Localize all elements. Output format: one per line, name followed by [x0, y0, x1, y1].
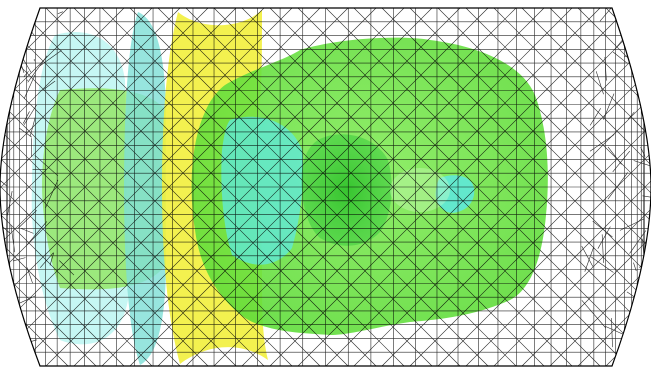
mesh-end-line: [590, 108, 600, 125]
mesh-end-line: [24, 105, 36, 125]
mesh-end-line: [10, 288, 15, 298]
mesh-end-line: [11, 357, 22, 365]
mesh-end-line: [593, 221, 613, 237]
mesh-end-line: [21, 55, 31, 72]
mesh-end-line: [591, 257, 613, 273]
mesh-end-line: [623, 351, 644, 364]
mesh-end-line: [11, 225, 15, 252]
mesh-end-line: [635, 60, 639, 77]
mesh-end-line: [600, 0, 623, 21]
mesh-end-line: [0, 319, 6, 347]
mesh-end-line: [8, 70, 17, 78]
mesh-end-line: [19, 128, 32, 137]
mesh-end-line: [641, 286, 651, 287]
inner-cyan-patch: [221, 117, 303, 265]
mesh-end-line: [603, 94, 614, 120]
mesh-end-line: [7, 0, 13, 18]
mesh-end-line: [639, 310, 640, 323]
mesh-end-line: [613, 52, 628, 64]
light-highlight: [390, 168, 450, 212]
mesh-end-line: [628, 9, 639, 34]
mesh-end-line: [613, 151, 630, 172]
cyan-disk-surface: [124, 12, 166, 365]
mesh-end-line: [582, 246, 593, 266]
mesh-end-line: [608, 147, 622, 164]
mesh-end-line: [4, 101, 9, 108]
inner-green-core: [302, 134, 392, 245]
mesh-end-line: [58, 12, 63, 14]
mesh-end-line: [627, 292, 635, 297]
mesh-end-line: [21, 228, 33, 233]
mesh-end-line: [10, 55, 12, 62]
mesh-end-line: [620, 357, 623, 374]
